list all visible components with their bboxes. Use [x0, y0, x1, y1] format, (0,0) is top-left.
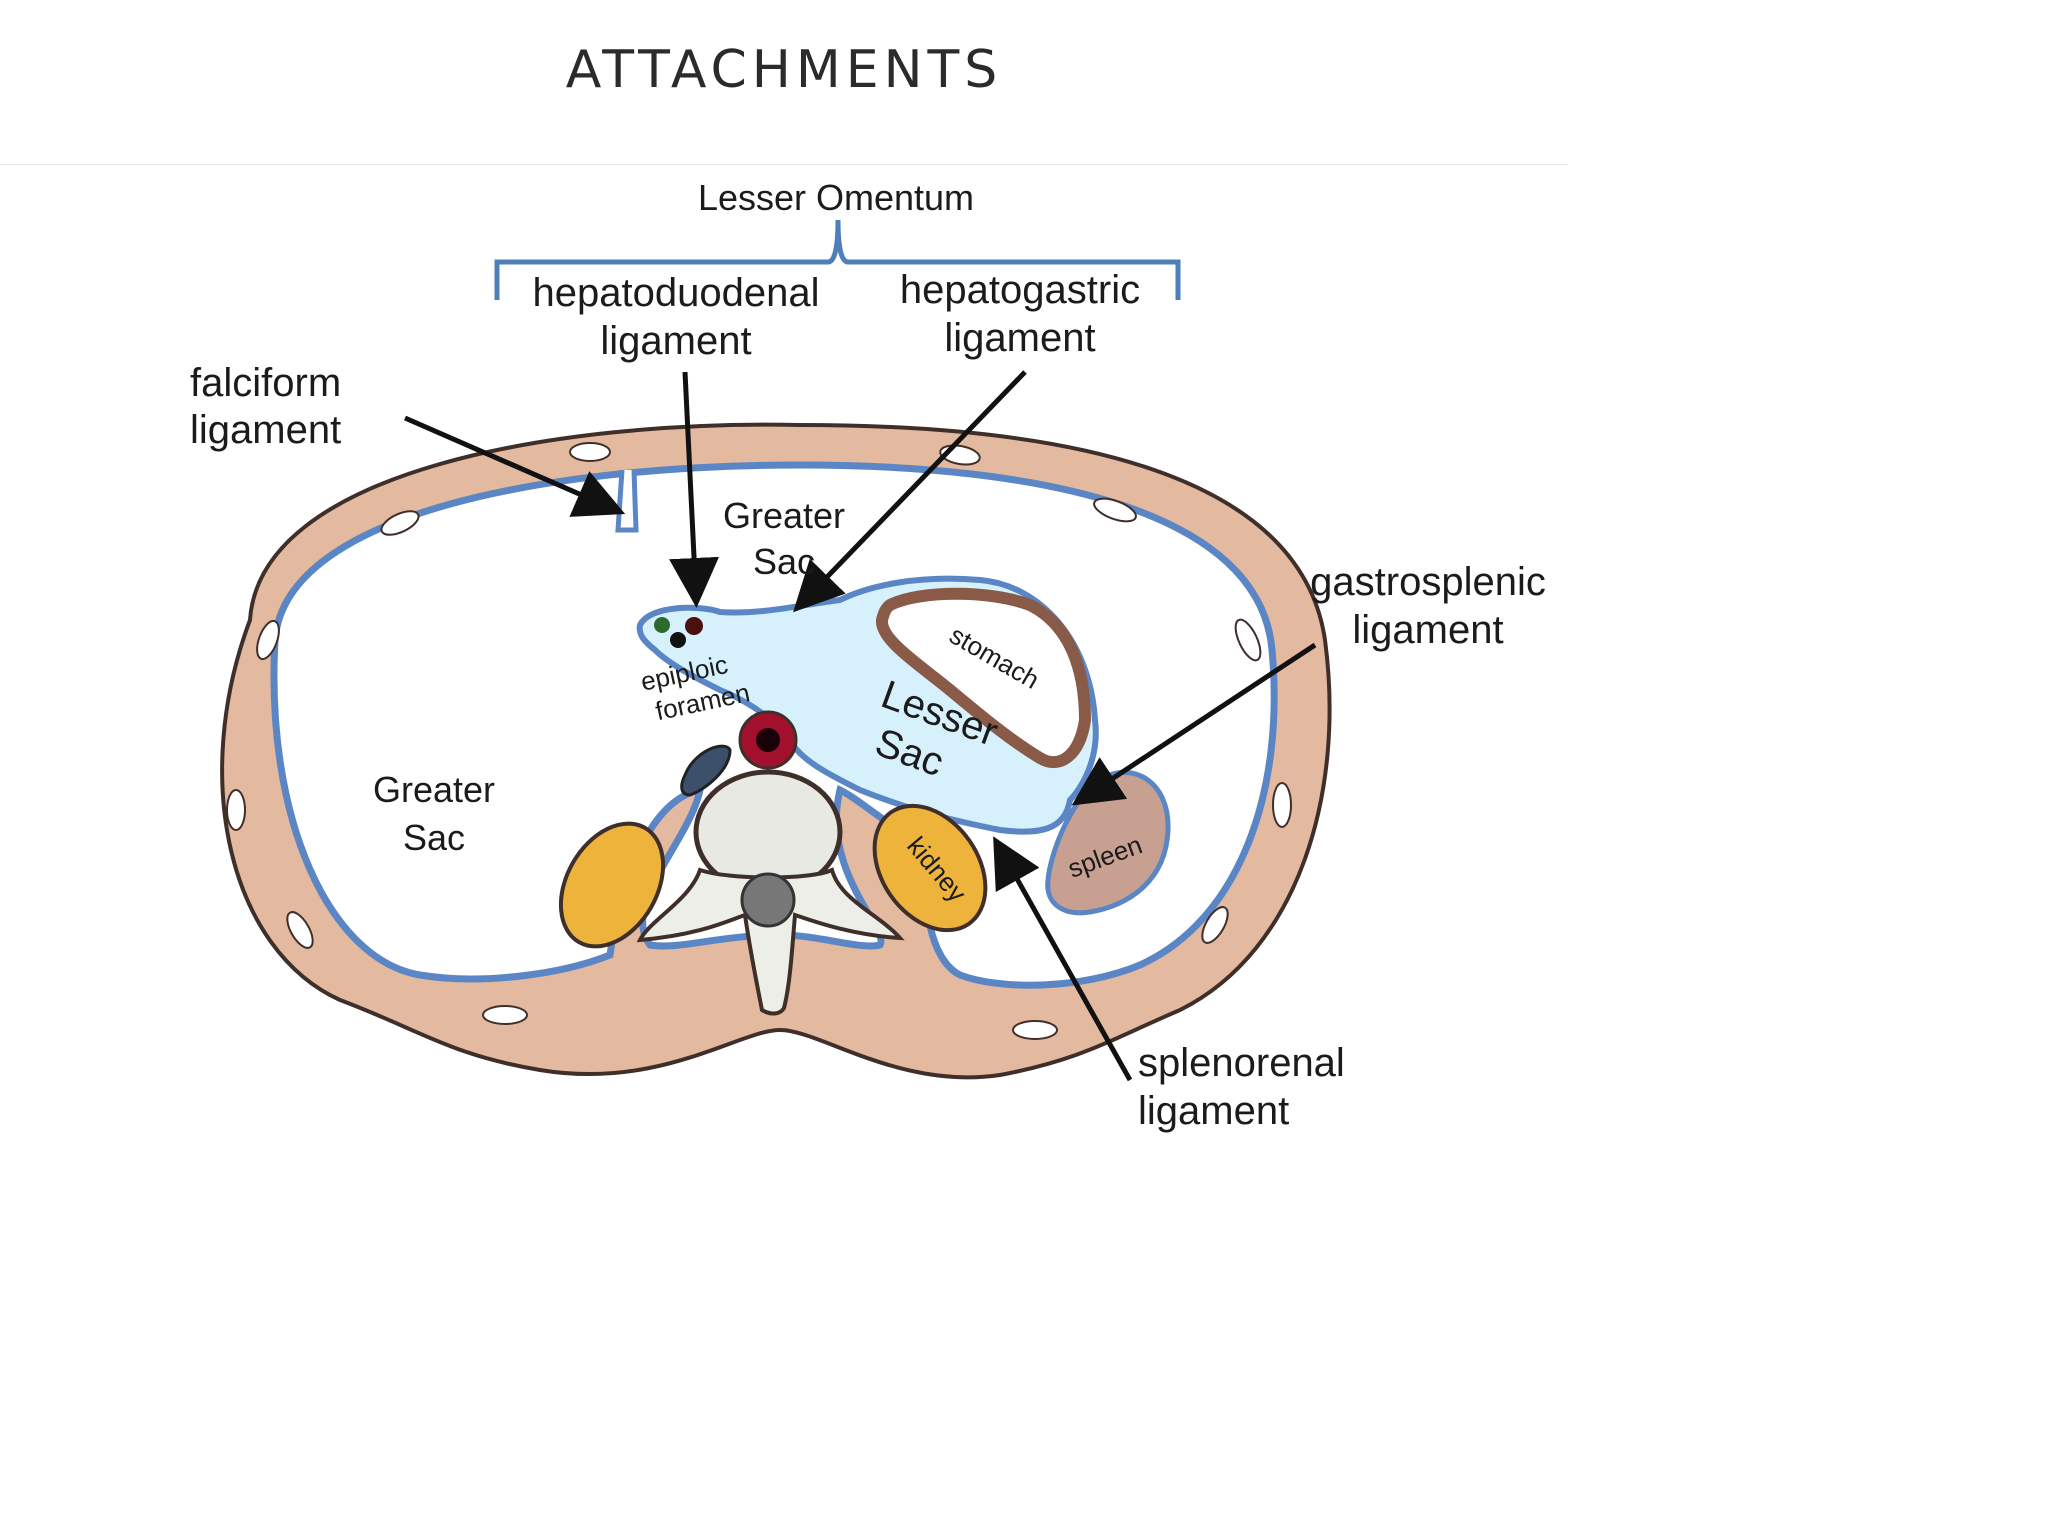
gastrosplenic-label-line2: ligament: [1352, 608, 1503, 652]
greater-sac-left-line1: Greater: [373, 769, 495, 810]
lesser-omentum-label: Lesser Omentum: [698, 177, 974, 218]
rib: [226, 789, 246, 831]
rib: [482, 1005, 528, 1025]
title-bar: ATTACHMENTS: [0, 0, 1568, 165]
arrow-falciform: [404, 415, 626, 517]
hepatogastric-label-line2: ligament: [944, 316, 1095, 360]
rib: [1272, 782, 1292, 828]
rib: [1012, 1020, 1058, 1040]
rib: [569, 442, 611, 462]
slide-title: ATTACHMENTS: [565, 40, 1003, 100]
falciform-ligament-shape: [615, 469, 639, 533]
greater-sac-left-line2: Sac: [403, 817, 465, 858]
falciform-label-line2: ligament: [190, 408, 341, 452]
kidney-left: [558, 821, 666, 949]
arrow-splenorenal: [993, 836, 1133, 1082]
arrow-hepatogastric: [793, 370, 1027, 613]
hepatogastric-label-line1: hepatogastric: [900, 268, 1140, 312]
portal-triad-bile-duct: [654, 617, 670, 633]
stomach: [876, 587, 1092, 769]
splenorenal-label-line1: splenorenal: [1138, 1041, 1345, 1085]
kidney-right: [872, 803, 988, 933]
rib: [1093, 497, 1137, 523]
aorta-lumen: [756, 728, 780, 752]
portal-triad-vein: [670, 632, 686, 648]
hepatoduodenal-label-line2: ligament: [600, 319, 751, 363]
rib: [256, 619, 280, 661]
spinal-cord: [740, 872, 796, 928]
ivc: [680, 744, 732, 797]
falciform-label-line1: falciform: [190, 361, 341, 405]
lesser-omentum-bracket: [494, 219, 1181, 300]
arrow-gastrosplenic: [1071, 642, 1317, 806]
rib: [1201, 906, 1229, 944]
rib: [1234, 618, 1262, 662]
splenorenal-label-line2: ligament: [1138, 1089, 1289, 1133]
spleen: [1045, 769, 1171, 916]
hepatoduodenal-label-line1: hepatoduodenal: [533, 271, 820, 315]
rib: [380, 510, 420, 536]
greater-sac-top-line2: Sac: [753, 541, 815, 582]
arrow-hepatoduodenal: [669, 371, 720, 608]
rib: [286, 911, 314, 949]
vertebral-arch: [636, 867, 905, 1016]
portal-triad-artery: [685, 617, 703, 635]
gastrosplenic-label-line1: gastrosplenic: [1310, 560, 1546, 604]
greater-sac-top-line1: Greater: [723, 495, 845, 536]
peritoneum-cross-section-diagram: Lesser Omentum hepatoduodenal ligament h…: [190, 177, 1546, 1133]
